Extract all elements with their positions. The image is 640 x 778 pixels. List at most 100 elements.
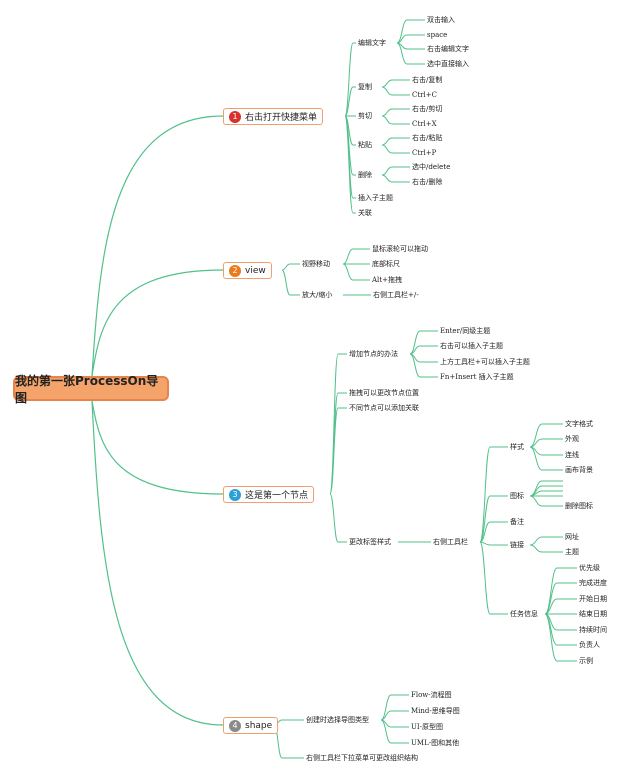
connector [479,541,508,615]
leaf-edit-1[interactable]: 双击输入 [427,16,455,24]
leaf-add-3[interactable]: 上方工具栏+可以插入子主题 [440,358,530,366]
leaf-create-1[interactable]: Flow-流程图 [411,691,452,699]
leaf-cut-2[interactable]: Ctrl+X [412,120,437,128]
connector [479,541,508,546]
connector [380,719,409,744]
leaf-edit-2[interactable]: space [427,31,448,39]
connector [91,269,224,377]
connector [91,400,224,726]
connector [381,137,410,146]
connector [409,345,438,355]
connector [273,719,304,726]
subtopic-zoom[interactable]: 放大/缩小 [302,291,333,299]
connector [529,544,563,553]
node-link[interactable]: 链接 [510,541,524,549]
subtopic-cut[interactable]: 剪切 [358,112,372,120]
leaf-style-2[interactable]: 外观 [565,435,579,443]
connector [544,613,577,662]
topic-1[interactable]: 1 右击打开快捷菜单 [223,108,324,125]
connector [91,400,224,495]
connector [342,263,370,281]
subtopic-paste[interactable]: 粘贴 [358,141,372,149]
connector [381,79,410,88]
leaf-task-6[interactable]: 负责人 [579,641,600,649]
leaf-add-2[interactable]: 右击可以插入子主题 [440,342,503,350]
connector [381,108,410,117]
leaf-cut-1[interactable]: 右击/剪切 [412,105,443,113]
connector [344,115,356,214]
number-badge: 1 [229,110,241,123]
leaf-create-2[interactable]: Mind-思维导图 [411,707,460,715]
subtopic-relate[interactable]: 关联 [358,209,372,217]
node-note[interactable]: 备注 [510,518,524,526]
leaf-move-1[interactable]: 鼠标滚轮可以拖动 [372,245,428,253]
connector [281,269,300,296]
leaf-link-2[interactable]: 主题 [565,548,579,556]
leaf-edit-3[interactable]: 右击编辑文字 [427,45,469,53]
subtopic-insert[interactable]: 插入子主题 [358,194,393,202]
leaf-create-3[interactable]: UI-原型图 [411,723,444,731]
leaf-zoom-1[interactable]: 右侧工具栏+/- [373,291,419,299]
leaf-task-2[interactable]: 完成进度 [579,579,607,587]
leaf-edit-4[interactable]: 选中直接输入 [427,60,469,68]
leaf-create-4[interactable]: UML-图和其他 [411,739,460,747]
connector [91,115,224,377]
node-icon[interactable]: 图标 [510,492,524,500]
leaf-delete-2[interactable]: 右击/删除 [412,178,443,186]
connector [396,42,425,50]
leaf-icon-delete[interactable]: 删除图标 [565,502,593,510]
leaf-task-1[interactable]: 优先级 [579,564,600,572]
leaf-copy-1[interactable]: 右击/复制 [412,76,443,84]
leaf-delete-1[interactable]: 选中/delete [412,163,451,171]
number-badge: 3 [229,488,241,501]
connector [396,42,425,65]
leaf-copy-2[interactable]: Ctrl+C [412,91,437,99]
connector [529,438,563,448]
leaf-move-3[interactable]: Alt+拖拽 [372,276,402,284]
subtopic-edit[interactable]: 编辑文字 [358,39,386,47]
leaf-paste-2[interactable]: Ctrl+P [412,149,437,157]
subtopic-create[interactable]: 创建时选择导图类型 [306,716,369,724]
connector [409,353,438,378]
leaf-style-4[interactable]: 画布背景 [565,466,593,474]
topic-2[interactable]: 2 view [223,262,272,279]
connector [281,263,300,271]
subtopic-drag[interactable]: 拖拽可以更改节点位置 [349,389,419,397]
leaf-style-3[interactable]: 连线 [565,451,579,459]
connector [329,493,347,543]
node-task[interactable]: 任务信息 [510,610,538,618]
subtopic-style[interactable]: 更改标签样式 [349,538,391,546]
number-badge: 2 [229,264,241,277]
subtopic-copy[interactable]: 复制 [358,83,372,91]
root-topic[interactable]: 我的第一张ProcessOn导图 [13,374,169,405]
topic-label: shape [245,720,273,731]
connector [344,115,356,146]
subtopic-relation[interactable]: 不同节点可以添加关联 [349,404,419,412]
leaf-task-4[interactable]: 结束日期 [579,610,607,618]
connector [544,598,577,615]
leaf-link-1[interactable]: 网址 [565,533,579,541]
connector [479,495,508,543]
leaf-style-1[interactable]: 文字格式 [565,420,593,428]
topic-3[interactable]: 3 这是第一个节点 [223,486,315,503]
leaf-task-5[interactable]: 持续时间 [579,626,607,634]
leaf-add-1[interactable]: Enter/同级主题 [440,327,491,335]
topic-label: 右击打开快捷菜单 [245,113,318,123]
subtopic-move[interactable]: 视野移动 [302,260,330,268]
subtopic-toolbar[interactable]: 右侧工具栏 [433,538,468,546]
connector [479,521,508,543]
leaf-add-4[interactable]: Fn+Insert 插入子主题 [440,373,514,381]
connector [381,115,410,125]
node-styles[interactable]: 样式 [510,443,524,451]
connector [479,446,508,543]
topic-4[interactable]: 4 shape [223,717,279,734]
leaf-task-7[interactable]: 示例 [579,657,593,665]
leaf-move-2[interactable]: 底部标尺 [372,260,400,268]
connector [344,42,356,117]
subtopic-right-toolbar[interactable]: 右侧工具栏下拉菜单可更改组织结构 [306,754,418,762]
leaf-task-3[interactable]: 开始日期 [579,595,607,603]
subtopic-delete[interactable]: 删除 [358,171,372,179]
connector [342,248,370,265]
leaf-paste-1[interactable]: 右击/粘贴 [412,134,443,142]
subtopic-add-node[interactable]: 增加节点的办法 [349,350,398,358]
